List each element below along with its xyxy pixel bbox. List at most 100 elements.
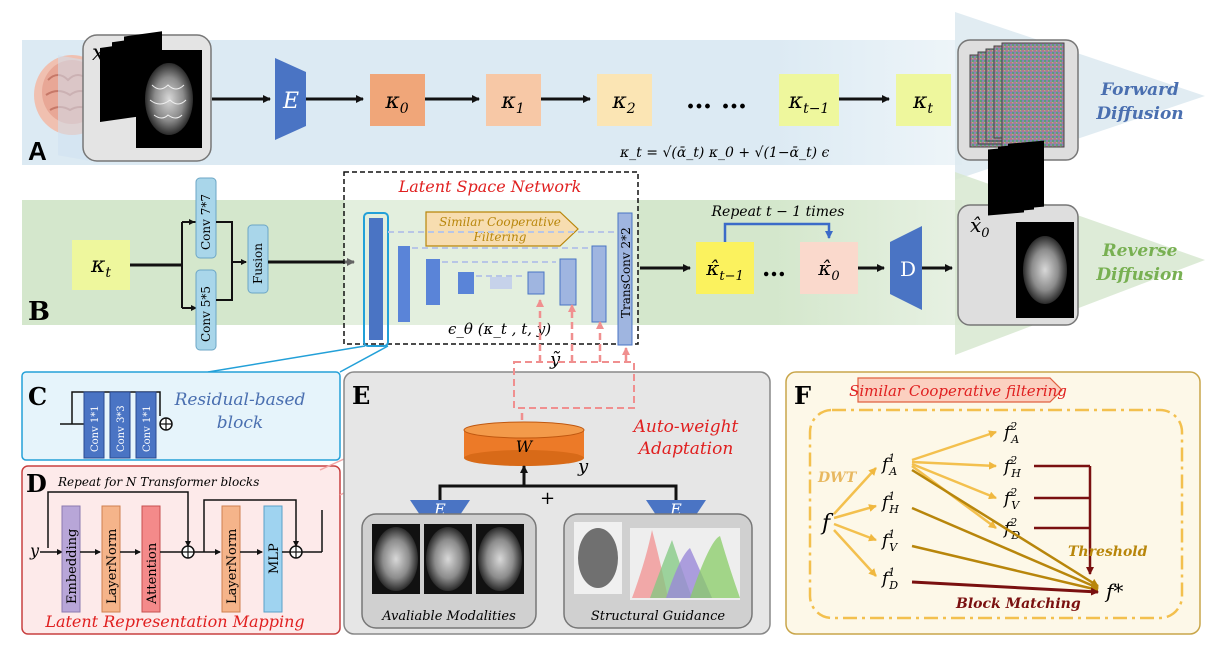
k2-label: κ2 xyxy=(611,89,635,117)
residual-title-2: block xyxy=(217,413,263,433)
transformer-title: Latent Representation Mapping xyxy=(44,612,304,631)
khat-t1-label: κ̂t−1 xyxy=(705,256,744,284)
forward-diffusion-row: x0 E κ0 κ1 κ2 … … κt−1 κt Forw xyxy=(22,12,1205,180)
filtering-title: Similar Cooperative filtering xyxy=(849,382,1067,400)
forward-encoder-label: E xyxy=(282,89,299,114)
filtering-inner-dashed xyxy=(808,408,1184,620)
dwt-label: DWT xyxy=(817,470,858,486)
threshold-label: Threshold xyxy=(1068,544,1148,560)
residual-box xyxy=(21,371,341,461)
residual-title-1: Residual-based xyxy=(174,390,306,410)
forward-label-1: Forward xyxy=(1100,80,1179,100)
conv55-block xyxy=(195,269,217,351)
residual-highlight xyxy=(363,212,389,347)
autoweight-title-1: Auto-weight xyxy=(632,417,739,437)
res-conv-2 xyxy=(109,391,131,459)
k2-box xyxy=(597,74,652,126)
unet-block-4 xyxy=(458,272,474,294)
decoder xyxy=(890,226,922,310)
attention-block xyxy=(141,505,161,613)
conv55-label: Conv 5*5 xyxy=(199,286,213,342)
filtering-box xyxy=(785,371,1201,635)
block-matching-arrows xyxy=(911,468,1099,592)
res-conv-1-label: Conv 1*1 xyxy=(90,405,101,452)
mlp-block xyxy=(263,505,283,613)
reverse-label-1: Reverse xyxy=(1102,241,1178,261)
kt-1-label: κt−1 xyxy=(788,89,830,117)
k0-label: κ0 xyxy=(384,89,408,117)
pink-routing-box xyxy=(513,361,635,409)
forward-label-2: Diffusion xyxy=(1095,104,1183,124)
input-mri-stack xyxy=(82,31,212,162)
k1-label: κ1 xyxy=(500,89,524,117)
noise-output-stack xyxy=(957,39,1079,161)
w-cylinder xyxy=(463,421,585,466)
kt-1-box xyxy=(779,74,839,126)
scf-text-1: Similar Cooperative xyxy=(439,215,561,229)
layernorm-block-1 xyxy=(101,505,121,613)
connector-c-left xyxy=(207,345,366,373)
mlp-label: MLP xyxy=(267,543,282,574)
panel-label-e: E xyxy=(352,381,370,410)
threshold-lines xyxy=(1034,464,1094,575)
structural-guidance-panel xyxy=(563,513,753,629)
latent-space-network-box xyxy=(343,171,639,345)
ytilde-label: ỹ xyxy=(549,349,561,370)
k0-box xyxy=(370,74,425,126)
res-conv-1 xyxy=(83,391,105,459)
reverse-dots: … xyxy=(762,253,786,282)
unet-up-3 xyxy=(591,245,607,323)
panel-d-transformer: Repeat for N Transformer blocks y Embedd… xyxy=(21,465,341,635)
conv77-label: Conv 7*7 xyxy=(199,194,213,250)
embedding-block xyxy=(61,505,81,613)
embedding-label: Embedding xyxy=(65,529,80,604)
panel-label-f: F xyxy=(794,381,811,410)
reverse-diffusion-row: κt Conv 7*7 Conv 5*5 Fusion Latent Space… xyxy=(22,140,1205,370)
panel-label-b: B xyxy=(28,297,50,327)
dwt-arrows xyxy=(833,467,877,577)
pink-feed-arrows xyxy=(520,299,630,420)
repeat-loop-arrow xyxy=(723,222,833,242)
khat-t1-box xyxy=(696,242,754,294)
unet-block-2 xyxy=(398,246,410,322)
khat-0-box xyxy=(800,242,858,294)
connector-c-right xyxy=(339,345,389,373)
panel-label-d: D xyxy=(26,469,47,498)
epsilon-label: ϵ_θ (κ_t , t, y) xyxy=(448,320,551,338)
y-label: y xyxy=(577,456,589,477)
plus-label: + xyxy=(540,488,555,509)
skip-connections xyxy=(388,231,614,277)
x0hat-label: x̂0 xyxy=(970,213,990,241)
res-conv-3 xyxy=(135,391,157,459)
attention-label: Attention xyxy=(145,542,160,605)
output-mri-stack xyxy=(957,140,1079,326)
caption-available-modalities: Avaliable Modalities xyxy=(381,609,516,624)
transconv-label: TransConv 2*2 xyxy=(619,227,633,318)
fusion-block xyxy=(247,224,269,294)
unet-block-1 xyxy=(369,218,383,340)
rev-kt-box xyxy=(72,240,130,290)
rev-kt-label: κt xyxy=(90,253,111,281)
latent-title: Latent Space Network xyxy=(398,177,582,196)
scf-text-2: Filtering xyxy=(473,230,527,244)
w-label: W xyxy=(516,437,534,456)
unet-up-2 xyxy=(559,258,577,306)
panel-e-autoweight: W y + E E Avaliable Modalities xyxy=(343,299,771,635)
transformer-repeat-label: Repeat for N Transformer blocks xyxy=(57,475,259,489)
scf-banner xyxy=(425,211,579,247)
unet-block-3 xyxy=(426,259,440,305)
layernorm-2-label: LayerNorm xyxy=(225,529,240,604)
unet-bottleneck xyxy=(490,277,512,289)
transconv-block xyxy=(617,212,633,346)
autoweight-title-2: Adaptation xyxy=(637,439,734,459)
panel-label-c: C xyxy=(28,382,47,411)
